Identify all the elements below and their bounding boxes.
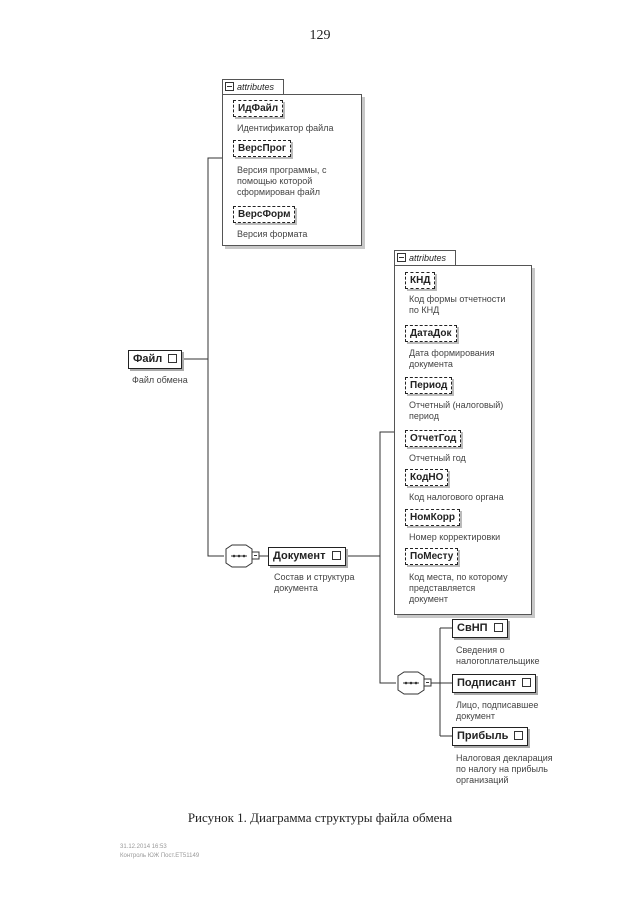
attribute-versprog[interactable]: ВерсПрог <box>233 140 292 157</box>
attribute-desc: представляется <box>409 583 476 593</box>
minus-icon[interactable] <box>397 253 406 263</box>
child-desc: Лицо, подписавшее <box>456 700 539 710</box>
collapse-icon[interactable] <box>331 551 341 560</box>
attribute-desc: Код налогового органа <box>409 492 504 502</box>
attribute-versform[interactable]: ВерсФорм <box>233 206 296 223</box>
child-desc: налогоплательщике <box>456 656 540 666</box>
child-element-podpisant[interactable]: Подписант <box>452 674 537 693</box>
child-element-pribyl[interactable]: Прибыль <box>452 727 529 746</box>
attribute-desc: Отчетный год <box>409 453 466 463</box>
child-element-svnp[interactable]: СвНП <box>452 619 508 638</box>
child-element-label: Прибыль <box>457 730 509 742</box>
file-attributes-header[interactable]: attributes <box>222 79 284 95</box>
attribute-desc: период <box>409 411 439 421</box>
attribute-desc: документа <box>409 359 453 369</box>
attribute-idfail[interactable]: ИдФайл <box>233 100 284 117</box>
collapse-icon[interactable] <box>168 354 178 363</box>
file-element-label: Файл <box>133 353 163 365</box>
attribute-period[interactable]: Период <box>405 377 453 394</box>
attributes-label: attributes <box>409 253 447 263</box>
attribute-desc: Номер корректировки <box>409 532 501 542</box>
attribute-nomkorr[interactable]: НомКорр <box>405 509 461 526</box>
attribute-desc: сформирован файл <box>237 187 320 197</box>
file-element-desc: Файл обмена <box>132 375 188 385</box>
attribute-desc: помощью которой <box>237 176 313 186</box>
figure-caption: Рисунок 1. Диаграмма структуры файла обм… <box>187 810 453 825</box>
attribute-desc: Код места, по которому <box>409 572 508 582</box>
sequence-compositor-icon <box>225 544 260 568</box>
document-stamp-line: 31.12.2014 16:53 <box>120 844 167 850</box>
attribute-knd[interactable]: КНД <box>405 272 436 289</box>
expand-icon[interactable] <box>522 678 532 687</box>
document-desc: Состав и структура <box>274 572 355 582</box>
document-element-label: Документ <box>273 550 326 562</box>
document-element[interactable]: Документ <box>268 547 346 566</box>
attribute-desc: Код формы отчетности <box>409 294 506 304</box>
child-desc: организаций <box>456 775 509 785</box>
document-stamp-line: Контроль ЮЖ Пост.ЕТ51149 <box>120 853 200 859</box>
child-desc: по налогу на прибыль <box>456 764 548 774</box>
child-element-label: СвНП <box>457 622 488 634</box>
doc-attributes-group: КНД Код формы отчетности по КНД ДатаДок … <box>394 265 532 615</box>
attribute-desc: Версия формата <box>237 229 308 239</box>
sequence-compositor-icon <box>397 671 432 695</box>
page-number: 129 <box>309 28 331 43</box>
file-element[interactable]: Файл <box>128 350 183 369</box>
expand-icon[interactable] <box>514 731 524 740</box>
child-desc: документ <box>456 711 495 721</box>
attribute-desc: по КНД <box>409 305 440 315</box>
attribute-kodno[interactable]: КодНО <box>405 469 449 486</box>
attribute-desc: Отчетный (налоговый) <box>409 400 504 410</box>
attribute-desc: Дата формирования <box>409 348 495 358</box>
attribute-desc: документ <box>409 594 448 604</box>
child-desc: Сведения о <box>456 645 505 655</box>
attribute-desc: Версия программы, с <box>237 165 327 175</box>
attribute-datadok[interactable]: ДатаДок <box>405 325 457 342</box>
minus-icon[interactable] <box>225 82 234 92</box>
file-attributes-group: ИдФайл Идентификатор файла ВерсПрог Верс… <box>222 94 362 246</box>
attribute-pomestu[interactable]: ПоМесту <box>405 548 459 565</box>
attribute-desc: Идентификатор файла <box>237 123 334 133</box>
expand-icon[interactable] <box>493 623 503 632</box>
child-desc: Налоговая декларация <box>456 753 553 763</box>
attribute-otchetgod[interactable]: ОтчетГод <box>405 430 462 447</box>
document-desc: документа <box>274 583 318 593</box>
attributes-label: attributes <box>237 82 275 92</box>
doc-attributes-header[interactable]: attributes <box>394 250 456 266</box>
child-element-label: Подписант <box>457 677 517 689</box>
